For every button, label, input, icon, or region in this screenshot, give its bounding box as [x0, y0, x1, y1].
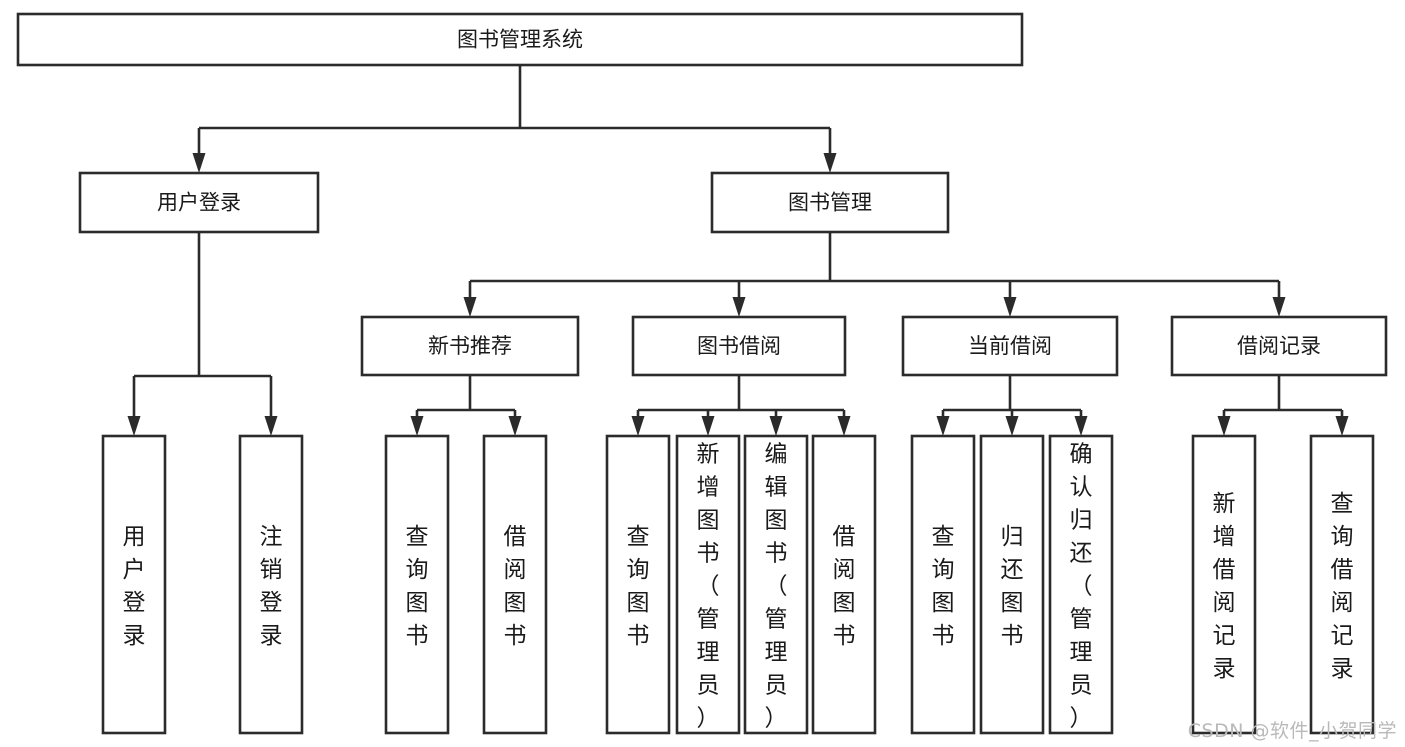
node-label-leaf-borrow-book: 借阅图书: [833, 524, 856, 649]
node-label-leaf-confirm-return-admin: 确认归还（管理员）: [1070, 442, 1093, 732]
connector-arrowhead: [732, 297, 746, 317]
connector-arrowhead: [1335, 416, 1349, 436]
connector-arrowhead: [631, 416, 645, 436]
node-label-leaf-logout-login: 注销登录: [260, 524, 283, 649]
node-label-leaf-query-book-borrow: 查询图书: [627, 524, 650, 649]
node-box-leaf-query-book-current: [910, 434, 976, 735]
node-leaf-borrow-book-new[interactable]: 借阅图书: [482, 434, 548, 735]
node-box-book-management: [710, 171, 950, 234]
node-label-book-management: 图书管理: [788, 191, 872, 215]
node-user-login[interactable]: 用户登录: [78, 171, 320, 234]
node-label-leaf-query-borrow-record: 查询借阅记录: [1331, 491, 1354, 682]
connector-arrowhead: [701, 416, 715, 436]
connector-group-book-management: [463, 232, 1286, 317]
connector-arrowhead: [508, 416, 522, 436]
node-new-book-recommend[interactable]: 新书推荐: [360, 315, 580, 377]
node-box-leaf-query-book-borrow: [605, 434, 671, 735]
node-label-leaf-return-book: 归还图书: [1001, 524, 1024, 649]
node-leaf-add-borrow-record[interactable]: 新增借阅记录: [1191, 434, 1257, 735]
node-leaf-return-book[interactable]: 归还图书: [979, 434, 1045, 735]
node-box-leaf-query-borrow-record: [1309, 434, 1375, 735]
node-box-book-borrow: [631, 315, 847, 377]
connector-group-new-book-recommend: [410, 375, 522, 436]
node-book-management[interactable]: 图书管理: [710, 171, 950, 234]
node-leaf-query-book-new[interactable]: 查询图书: [384, 434, 450, 735]
node-box-leaf-add-borrow-record: [1191, 434, 1257, 735]
connectors-layer: [127, 65, 1349, 436]
connector-arrowhead: [1272, 297, 1286, 317]
node-label-leaf-user-login: 用户登录: [123, 524, 146, 649]
connector-arrowhead: [264, 416, 278, 436]
connector-arrowhead: [463, 297, 477, 317]
connector-group-user-login: [127, 232, 278, 436]
node-box-leaf-edit-book-admin: [743, 434, 809, 735]
connector-arrowhead: [1005, 416, 1019, 436]
node-label-leaf-borrow-book-new: 借阅图书: [504, 524, 527, 649]
connector-arrowhead: [1003, 297, 1017, 317]
node-box-user-login: [78, 171, 320, 234]
node-box-borrow-record: [1170, 315, 1388, 377]
node-leaf-confirm-return-admin[interactable]: 确认归还（管理员）: [1048, 434, 1114, 735]
nodes-layer: 图书管理系统用户登录图书管理新书推荐图书借阅当前借阅借阅记录用户登录注销登录查询…: [16, 12, 1388, 735]
node-label-leaf-edit-book-admin: 编辑图书（管理员）: [765, 442, 788, 732]
node-leaf-user-login[interactable]: 用户登录: [101, 434, 167, 735]
node-box-leaf-return-book: [979, 434, 1045, 735]
connector-group-root: [192, 65, 837, 173]
node-leaf-query-book-current[interactable]: 查询图书: [910, 434, 976, 735]
node-label-root: 图书管理系统: [457, 28, 583, 52]
node-label-leaf-add-book-admin: 新增图书（管理员）: [697, 442, 720, 732]
node-box-leaf-query-book-new: [384, 434, 450, 735]
connector-group-borrow-record: [1217, 375, 1349, 436]
node-borrow-record[interactable]: 借阅记录: [1170, 315, 1388, 377]
node-label-book-borrow: 图书借阅: [697, 334, 781, 358]
node-leaf-logout-login[interactable]: 注销登录: [238, 434, 304, 735]
node-leaf-add-book-admin[interactable]: 新增图书（管理员）: [675, 434, 741, 735]
node-leaf-borrow-book[interactable]: 借阅图书: [811, 434, 877, 735]
node-label-user-login: 用户登录: [157, 191, 241, 215]
connector-group-current-borrow: [936, 375, 1088, 436]
node-leaf-query-book-borrow[interactable]: 查询图书: [605, 434, 671, 735]
node-book-borrow[interactable]: 图书借阅: [631, 315, 847, 377]
connector-arrowhead: [769, 416, 783, 436]
node-current-borrow[interactable]: 当前借阅: [901, 315, 1119, 377]
connector-arrowhead: [127, 416, 141, 436]
node-box-leaf-confirm-return-admin: [1048, 434, 1114, 735]
node-box-leaf-borrow-book-new: [482, 434, 548, 735]
node-box-leaf-logout-login: [238, 434, 304, 735]
node-label-current-borrow: 当前借阅: [968, 334, 1052, 358]
connector-arrowhead: [823, 153, 837, 173]
node-label-borrow-record: 借阅记录: [1237, 334, 1321, 358]
connector-arrowhead: [410, 416, 424, 436]
node-box-root: [16, 12, 1024, 67]
node-label-leaf-query-book-current: 查询图书: [932, 524, 955, 649]
node-label-leaf-add-borrow-record: 新增借阅记录: [1213, 491, 1236, 682]
node-leaf-query-borrow-record[interactable]: 查询借阅记录: [1309, 434, 1375, 735]
connector-arrowhead: [1217, 416, 1231, 436]
node-leaf-edit-book-admin[interactable]: 编辑图书（管理员）: [743, 434, 809, 735]
node-box-leaf-add-book-admin: [675, 434, 741, 735]
node-box-current-borrow: [901, 315, 1119, 377]
node-label-new-book-recommend: 新书推荐: [428, 334, 512, 358]
connector-arrowhead: [1074, 416, 1088, 436]
connector-arrowhead: [936, 416, 950, 436]
connector-arrowhead: [837, 416, 851, 436]
node-label-leaf-query-book-new: 查询图书: [406, 524, 429, 649]
node-root[interactable]: 图书管理系统: [16, 12, 1024, 67]
node-box-leaf-borrow-book: [811, 434, 877, 735]
node-box-leaf-user-login: [101, 434, 167, 735]
node-box-new-book-recommend: [360, 315, 580, 377]
connector-group-book-borrow: [631, 375, 851, 436]
connector-arrowhead: [192, 153, 206, 173]
